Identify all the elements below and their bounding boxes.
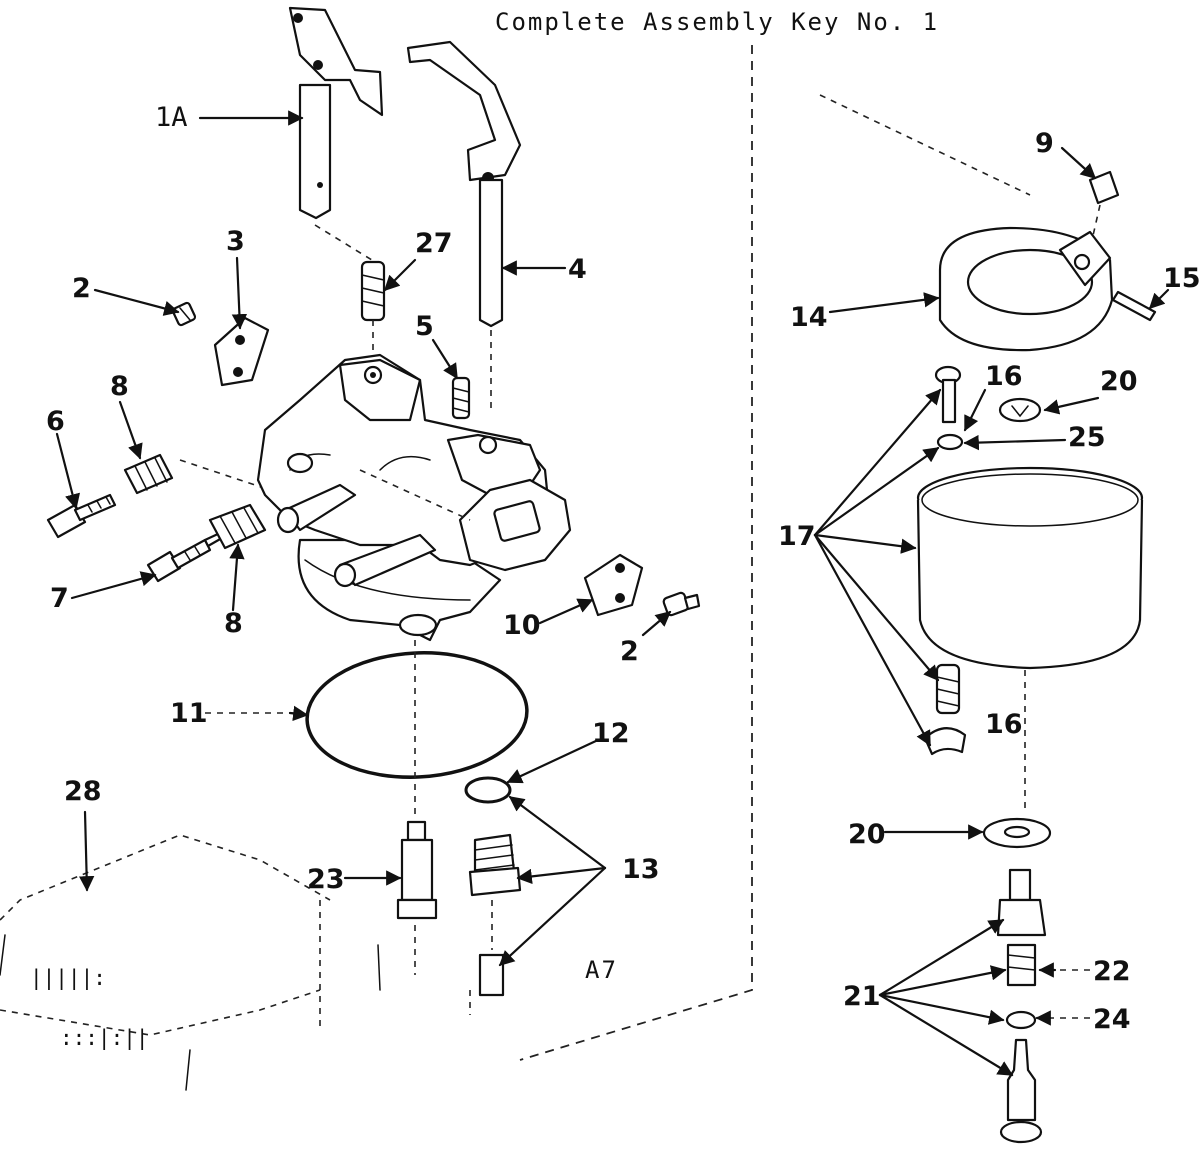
part-13-main-nozzle	[468, 833, 522, 1015]
part-20-washer-lower	[982, 817, 1052, 849]
part-17-float-bowl	[916, 466, 1144, 810]
label-13: 13	[622, 854, 660, 885]
label-12: 12	[592, 718, 630, 749]
label-23: 23	[307, 864, 345, 895]
label-8-lower: 8	[224, 608, 243, 639]
label-16-upper: 16	[985, 361, 1023, 392]
label-15: 15	[1163, 263, 1200, 294]
part-3-throttle-plate	[213, 316, 270, 387]
label-27: 27	[415, 228, 453, 259]
part-28-fuel-tank: |||||: :::|:||	[0, 834, 381, 1091]
part-8-spring-lower	[208, 503, 267, 550]
label-4: 4	[568, 254, 587, 285]
label-22: 22	[1093, 956, 1131, 987]
part-16-spring-lower	[923, 663, 967, 756]
part-5-spring	[451, 376, 471, 420]
label-21: 21	[843, 981, 881, 1012]
svg-text::::|:||: :::|:||	[60, 1026, 149, 1051]
part-12-washer	[464, 776, 512, 804]
label-9: 9	[1035, 128, 1054, 159]
label-2-lower: 2	[620, 636, 639, 667]
part-carburetor-body	[256, 353, 572, 642]
part-16-float-needle-upper	[934, 365, 964, 451]
label-2-upper: 2	[72, 273, 91, 304]
label-7: 7	[50, 583, 69, 614]
part-7-needle-screw	[146, 531, 224, 583]
part-6-idle-screw	[46, 493, 117, 539]
part-2-screw-lower	[662, 591, 701, 617]
part-20-washer-upper	[998, 397, 1042, 423]
view-label-a7: A7	[585, 956, 618, 984]
svg-text:|||||:: |||||:	[30, 966, 106, 991]
label-20-lower: 20	[848, 819, 886, 850]
part-14-float-bowl-cover	[938, 226, 1114, 352]
label-24: 24	[1093, 1004, 1131, 1035]
part-4-choke-shaft	[406, 40, 522, 410]
part-15-float-pin	[1111, 290, 1157, 322]
part-1a-throttle-shaft	[288, 6, 384, 266]
part-11-gasket	[305, 651, 529, 779]
assembly-outline	[179, 45, 1031, 1061]
part-10-choke-plate	[583, 553, 644, 617]
leader-lines	[55, 110, 1170, 1077]
label-5: 5	[415, 311, 434, 342]
part-9-float-clip	[1088, 170, 1120, 241]
label-28: 28	[64, 776, 102, 807]
part-21-bowl-nut-assembly	[996, 868, 1047, 1144]
label-14: 14	[790, 302, 828, 333]
label-8-upper: 8	[110, 371, 129, 402]
diagram-title: Complete Assembly Key No. 1	[495, 8, 939, 36]
label-1a: 1A	[155, 102, 188, 133]
label-17: 17	[778, 521, 816, 552]
callout-labels: 1A 2 3 27 4 5 6 8 7 8 9 10 2 11 12 13 14…	[46, 102, 1200, 1035]
label-20-upper: 20	[1100, 366, 1138, 397]
label-10: 10	[503, 610, 541, 641]
part-8-spring-upper	[123, 453, 174, 495]
part-23-needle-valve	[396, 640, 438, 975]
label-25: 25	[1068, 422, 1106, 453]
label-6: 6	[46, 406, 65, 437]
label-11: 11	[170, 698, 208, 729]
part-27-spring	[360, 260, 386, 360]
label-3: 3	[226, 226, 245, 257]
label-16-lower: 16	[985, 709, 1023, 740]
part-2-screw-upper	[171, 301, 197, 327]
